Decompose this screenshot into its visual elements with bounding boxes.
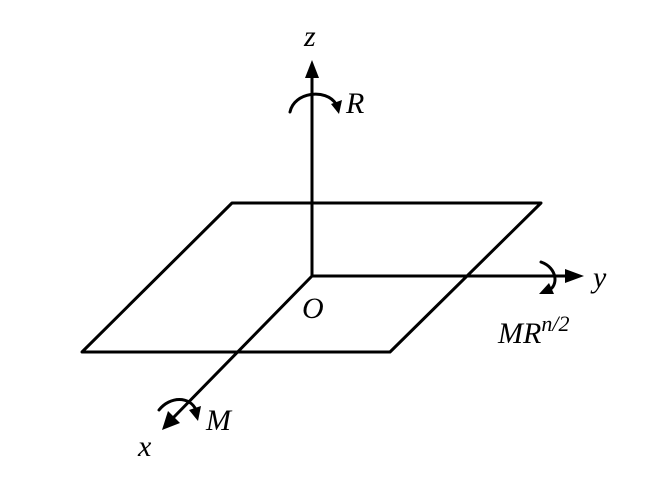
z-axis-arrowhead: [305, 60, 319, 78]
origin-label: O: [302, 292, 324, 325]
moment-y-label: MRn/2: [497, 311, 569, 350]
moment-arrow-y: [539, 260, 557, 294]
moment-z-label: R: [345, 87, 364, 120]
y-axis-label: y: [590, 261, 607, 294]
moment-y-label-superscript: n/2: [541, 311, 569, 336]
moment-arrow-z: [288, 92, 342, 114]
moment-arrow-x: [157, 398, 201, 421]
x-axis-arrowhead: [162, 411, 180, 430]
moment-y-label-base: MR: [497, 317, 541, 350]
z-axis-label: z: [303, 20, 316, 53]
plate-parallelogram: [80, 201, 543, 354]
moment-x-label: M: [205, 404, 233, 437]
x-axis-label: x: [137, 430, 152, 463]
y-axis-arrowhead: [565, 269, 584, 283]
x-axis-line: [171, 274, 314, 420]
